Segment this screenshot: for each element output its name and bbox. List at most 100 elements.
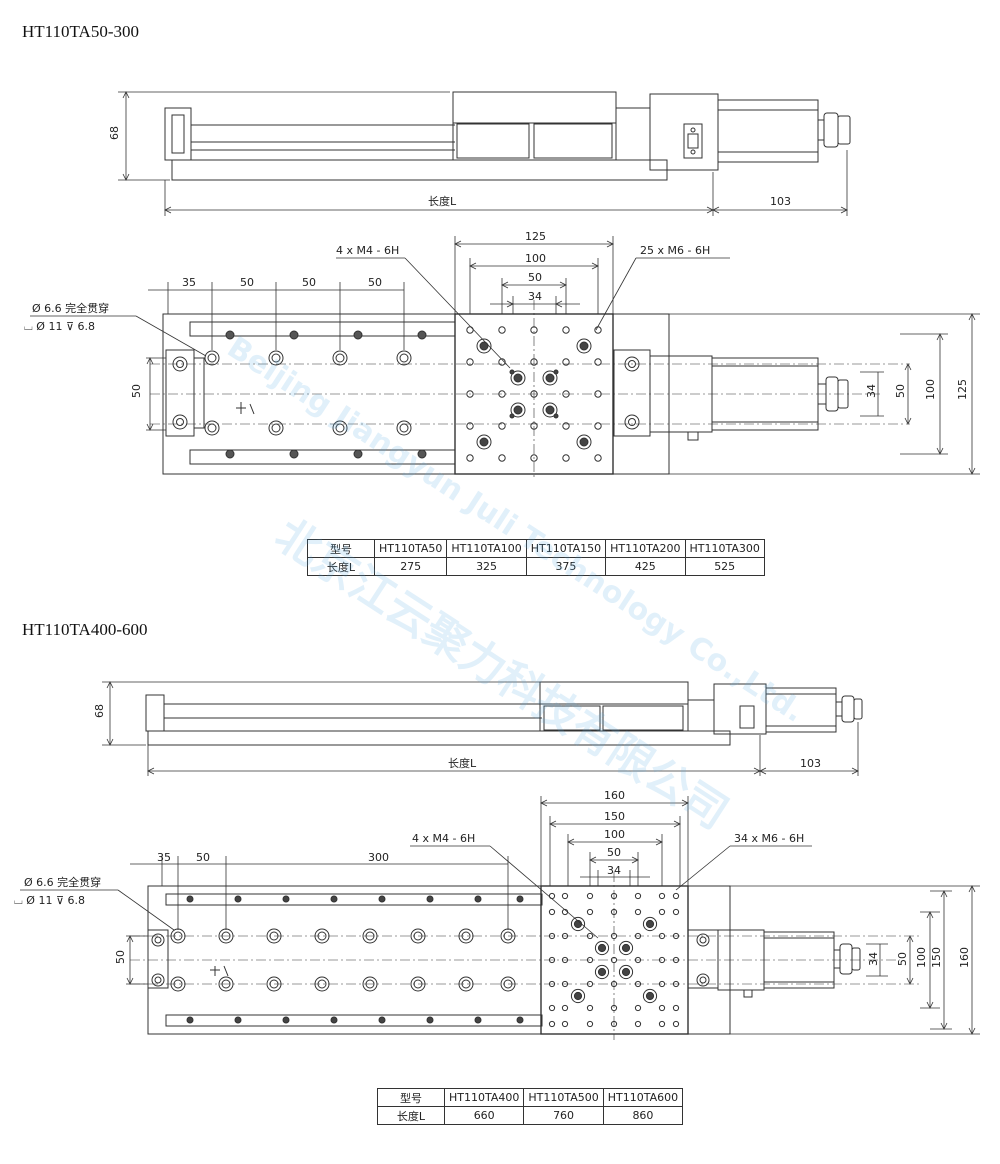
mounting-hole [365,979,375,989]
mounting-hole [594,454,602,462]
mounting-hole [621,967,631,977]
mounting-hole [461,931,471,941]
mounting-hole [269,979,279,989]
mounting-hole [645,919,655,929]
mounting-hole [562,326,570,334]
mounting-hole-ring [642,916,658,932]
mounting-hole [561,1020,569,1028]
mounting-hole [586,1004,594,1012]
mounting-hole [186,1016,194,1024]
mounting-hole [426,1016,434,1024]
mounting-hole [597,967,607,977]
d1-dim-r125: 125 [956,379,969,400]
mounting-hole [548,1004,556,1012]
mounting-hole [413,979,423,989]
mounting-hole-ring [570,916,586,932]
mounting-hole [503,931,513,941]
mounting-hole [634,1004,642,1012]
mounting-hole-ring [266,928,282,944]
mounting-hole [378,895,386,903]
mounting-hole [594,358,602,366]
spec2-row-label: 长度L [377,1106,445,1125]
table-row: 长度L 275 325 375 425 525 [307,557,765,576]
d1-dim-50c2: 50 [368,276,382,289]
d2-dim-r100: 100 [915,947,928,968]
spec1-model: HT110TA300 [684,539,765,558]
table-row: 型号 HT110TA50 HT110TA100 HT110TA150 HT110… [307,539,765,558]
d1-note-hole1: Ø 6.6 完全贯穿 [32,301,109,315]
mounting-hole-ring [410,928,426,944]
mounting-hole [586,908,594,916]
mounting-hole [413,931,423,941]
mounting-hole [466,454,474,462]
spec2-model: HT110TA500 [523,1088,604,1107]
mounting-hole-ring [642,988,658,1004]
d2-dim-r150: 150 [930,947,943,968]
mounting-hole-ring [510,402,526,418]
mounting-hole [634,956,642,964]
d2-dim-34: 34 [607,864,621,877]
d2-note-hole1: Ø 6.6 完全贯穿 [24,875,101,889]
mounting-hole-ring [542,370,558,386]
mounting-hole [658,1004,666,1012]
mounting-hole [234,1016,242,1024]
mounting-hole [621,943,631,953]
spec1-length: 375 [525,557,607,576]
mounting-hole [658,908,666,916]
mounting-hole [479,437,489,447]
mounting-hole [672,980,680,988]
mounting-hole [672,892,680,900]
mounting-hole [282,895,290,903]
d2-centerlines [130,872,920,1040]
mounting-hole [610,1004,618,1012]
spec2-length: 860 [602,1106,684,1125]
mounting-hole [610,892,618,900]
d2-dim-height: 68 [93,704,106,718]
mounting-hole-ring [576,338,592,354]
d2-dim-50: 50 [196,851,210,864]
d1-dim-50c: 50 [528,271,542,284]
d1-side-view [164,91,851,181]
mounting-hole-ring [458,976,474,992]
mounting-hole [658,932,666,940]
mounting-hole [530,358,538,366]
mounting-hole [548,932,556,940]
mounting-hole [530,326,538,334]
mounting-hole [548,892,556,900]
d2-dim-300: 300 [368,851,389,864]
mounting-hole [553,413,559,419]
mounting-hole [173,931,183,941]
mounting-hole [658,980,666,988]
mounting-hole [545,405,555,415]
mounting-hole-ring [314,976,330,992]
mounting-hole [610,1020,618,1028]
d2-dim-100: 100 [604,828,625,841]
mounting-hole-ring [362,976,378,992]
mounting-hole-ring [570,988,586,1004]
mounting-hole [672,908,680,916]
spec1-model: HT110TA100 [446,539,527,558]
mounting-hole-ring [542,402,558,418]
d2-rail-holes [170,895,524,1024]
mounting-hole [548,1020,556,1028]
mounting-hole [573,991,583,1001]
spec-table-2: 型号 HT110TA400 HT110TA500 HT110TA600 长度L … [377,1088,684,1125]
d1-dim-r34: 34 [865,384,878,398]
mounting-hole [579,437,589,447]
mounting-hole [594,326,602,334]
mounting-hole-ring [576,434,592,450]
mounting-hole-ring [170,976,186,992]
mounting-hole [378,1016,386,1024]
d1-dim-motor: 103 [770,195,791,208]
mounting-hole [634,980,642,988]
mounting-hole [498,390,506,398]
spec2-model: HT110TA600 [602,1088,684,1107]
mounting-hole [586,956,594,964]
mounting-hole [466,390,474,398]
spec1-row-label: 长度L [307,557,375,576]
spec1-length: 275 [373,557,448,576]
d2-dim-motor: 103 [800,757,821,770]
mounting-hole [498,326,506,334]
mounting-hole-ring [594,940,610,956]
d2-dim-r50: 50 [896,952,909,966]
